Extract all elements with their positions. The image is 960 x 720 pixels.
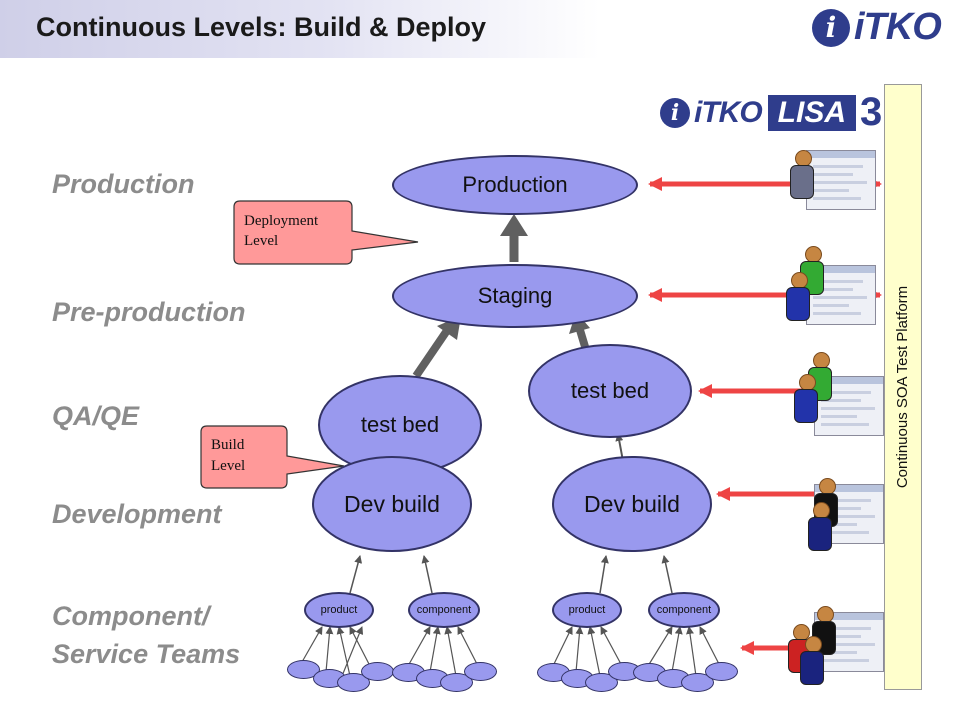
itko-logo-word: iTKO — [854, 6, 942, 48]
deployment-callout-line1: Deployment — [244, 213, 319, 229]
level-component-line1: Component/ — [52, 601, 210, 631]
person-icon — [786, 272, 810, 328]
platform-bar: Continuous SOA Test Platform — [884, 84, 922, 690]
build-callout-line2: Level — [211, 458, 246, 474]
person-icon — [790, 150, 814, 206]
team-ellipse — [440, 673, 473, 692]
team-ellipse — [705, 662, 738, 681]
node-production: Production — [392, 155, 638, 215]
team-ellipse — [287, 660, 320, 679]
lisa-version: 3 — [860, 90, 882, 134]
node-testbed-right: test bed — [528, 344, 692, 438]
arrows-component-right — [647, 626, 721, 677]
deployment-callout-shape — [233, 200, 419, 265]
lisa-logo-word: iTKO — [694, 95, 763, 129]
node-staging: Staging — [392, 264, 638, 328]
team-ellipse — [361, 662, 394, 681]
node-product-right: product — [552, 592, 622, 628]
arrow-product-left-to-devbuild — [349, 555, 363, 594]
arrow-staging-to-production — [500, 214, 528, 262]
build-callout-shape — [200, 425, 345, 489]
title-bar — [0, 0, 600, 58]
itko-i-badge: i — [812, 8, 850, 47]
node-devbuild-left: Dev build — [312, 456, 472, 552]
itko-logo: i iTKO — [812, 6, 942, 49]
level-development: Development — [52, 499, 222, 529]
team-ellipse — [681, 673, 714, 692]
arrow-component-left-to-devbuild — [421, 555, 433, 594]
page-title: Continuous Levels: Build & Deploy — [36, 12, 487, 42]
node-component-right: component — [648, 592, 720, 628]
node-devbuild-right: Dev build — [552, 456, 712, 552]
level-component-line2: Service Teams — [52, 639, 241, 669]
deployment-callout-line2: Level — [244, 233, 279, 249]
team-ellipse — [337, 673, 370, 692]
lisa-i-badge: i — [660, 97, 690, 128]
node-component-left: component — [408, 592, 480, 628]
level-qa: QA/QE — [52, 401, 140, 431]
arrows-product-right — [552, 626, 623, 677]
team-ellipse — [464, 662, 497, 681]
node-product-left: product — [304, 592, 374, 628]
team-ellipse — [585, 673, 618, 692]
lisa-product-box: LISA — [767, 94, 857, 131]
screenshot-thumbnail-production — [806, 150, 876, 210]
screenshot-thumbnail-testbed — [814, 376, 884, 436]
arrows-product-left — [301, 626, 371, 677]
arrow-testbed-left-to-staging — [412, 316, 461, 379]
build-callout-line1: Build — [211, 437, 245, 453]
person-icon — [800, 636, 824, 692]
person-icon — [808, 502, 832, 558]
person-icon — [794, 374, 818, 430]
itko-lisa-logo: i iTKO LISA 3 — [660, 90, 882, 135]
arrow-product-right-to-devbuild — [599, 555, 609, 594]
arrow-component-right-to-devbuild — [661, 555, 673, 594]
level-production: Production — [52, 169, 195, 199]
level-preproduction: Pre-production — [52, 297, 246, 327]
arrows-component-left — [407, 626, 479, 677]
